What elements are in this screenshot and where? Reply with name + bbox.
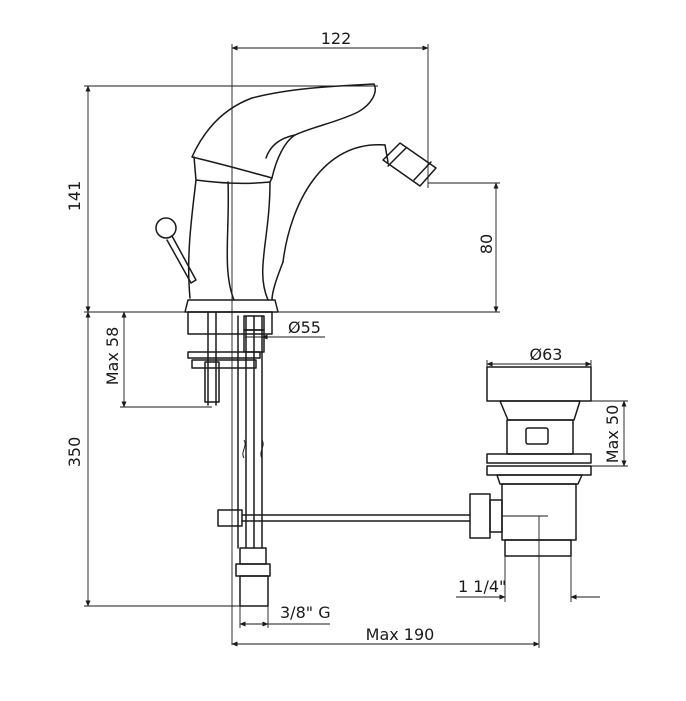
popup-waste bbox=[469, 366, 592, 557]
dim-3-8-g: 3/8" G bbox=[280, 603, 331, 622]
dim-o55: Ø55 bbox=[288, 318, 321, 337]
shank-assembly bbox=[187, 311, 471, 607]
popup-rod bbox=[155, 217, 197, 284]
dim-350: 350 bbox=[65, 437, 84, 468]
dim-o63: Ø63 bbox=[530, 345, 563, 364]
dim-141: 141 bbox=[65, 181, 84, 212]
spout bbox=[226, 144, 386, 301]
dim-122: 122 bbox=[321, 29, 352, 48]
dim-max-190: Max 190 bbox=[366, 625, 435, 644]
mixer-body bbox=[155, 83, 437, 313]
dim-max-58: Max 58 bbox=[103, 327, 122, 386]
dim-1-1-4: 1 1/4" bbox=[458, 577, 506, 596]
dimension-lines bbox=[84, 44, 628, 648]
base-flange bbox=[184, 299, 279, 313]
cartridge-cap bbox=[193, 156, 273, 185]
dim-80: 80 bbox=[477, 234, 496, 254]
dim-max-50: Max 50 bbox=[603, 405, 622, 464]
lever-handle bbox=[191, 83, 376, 179]
